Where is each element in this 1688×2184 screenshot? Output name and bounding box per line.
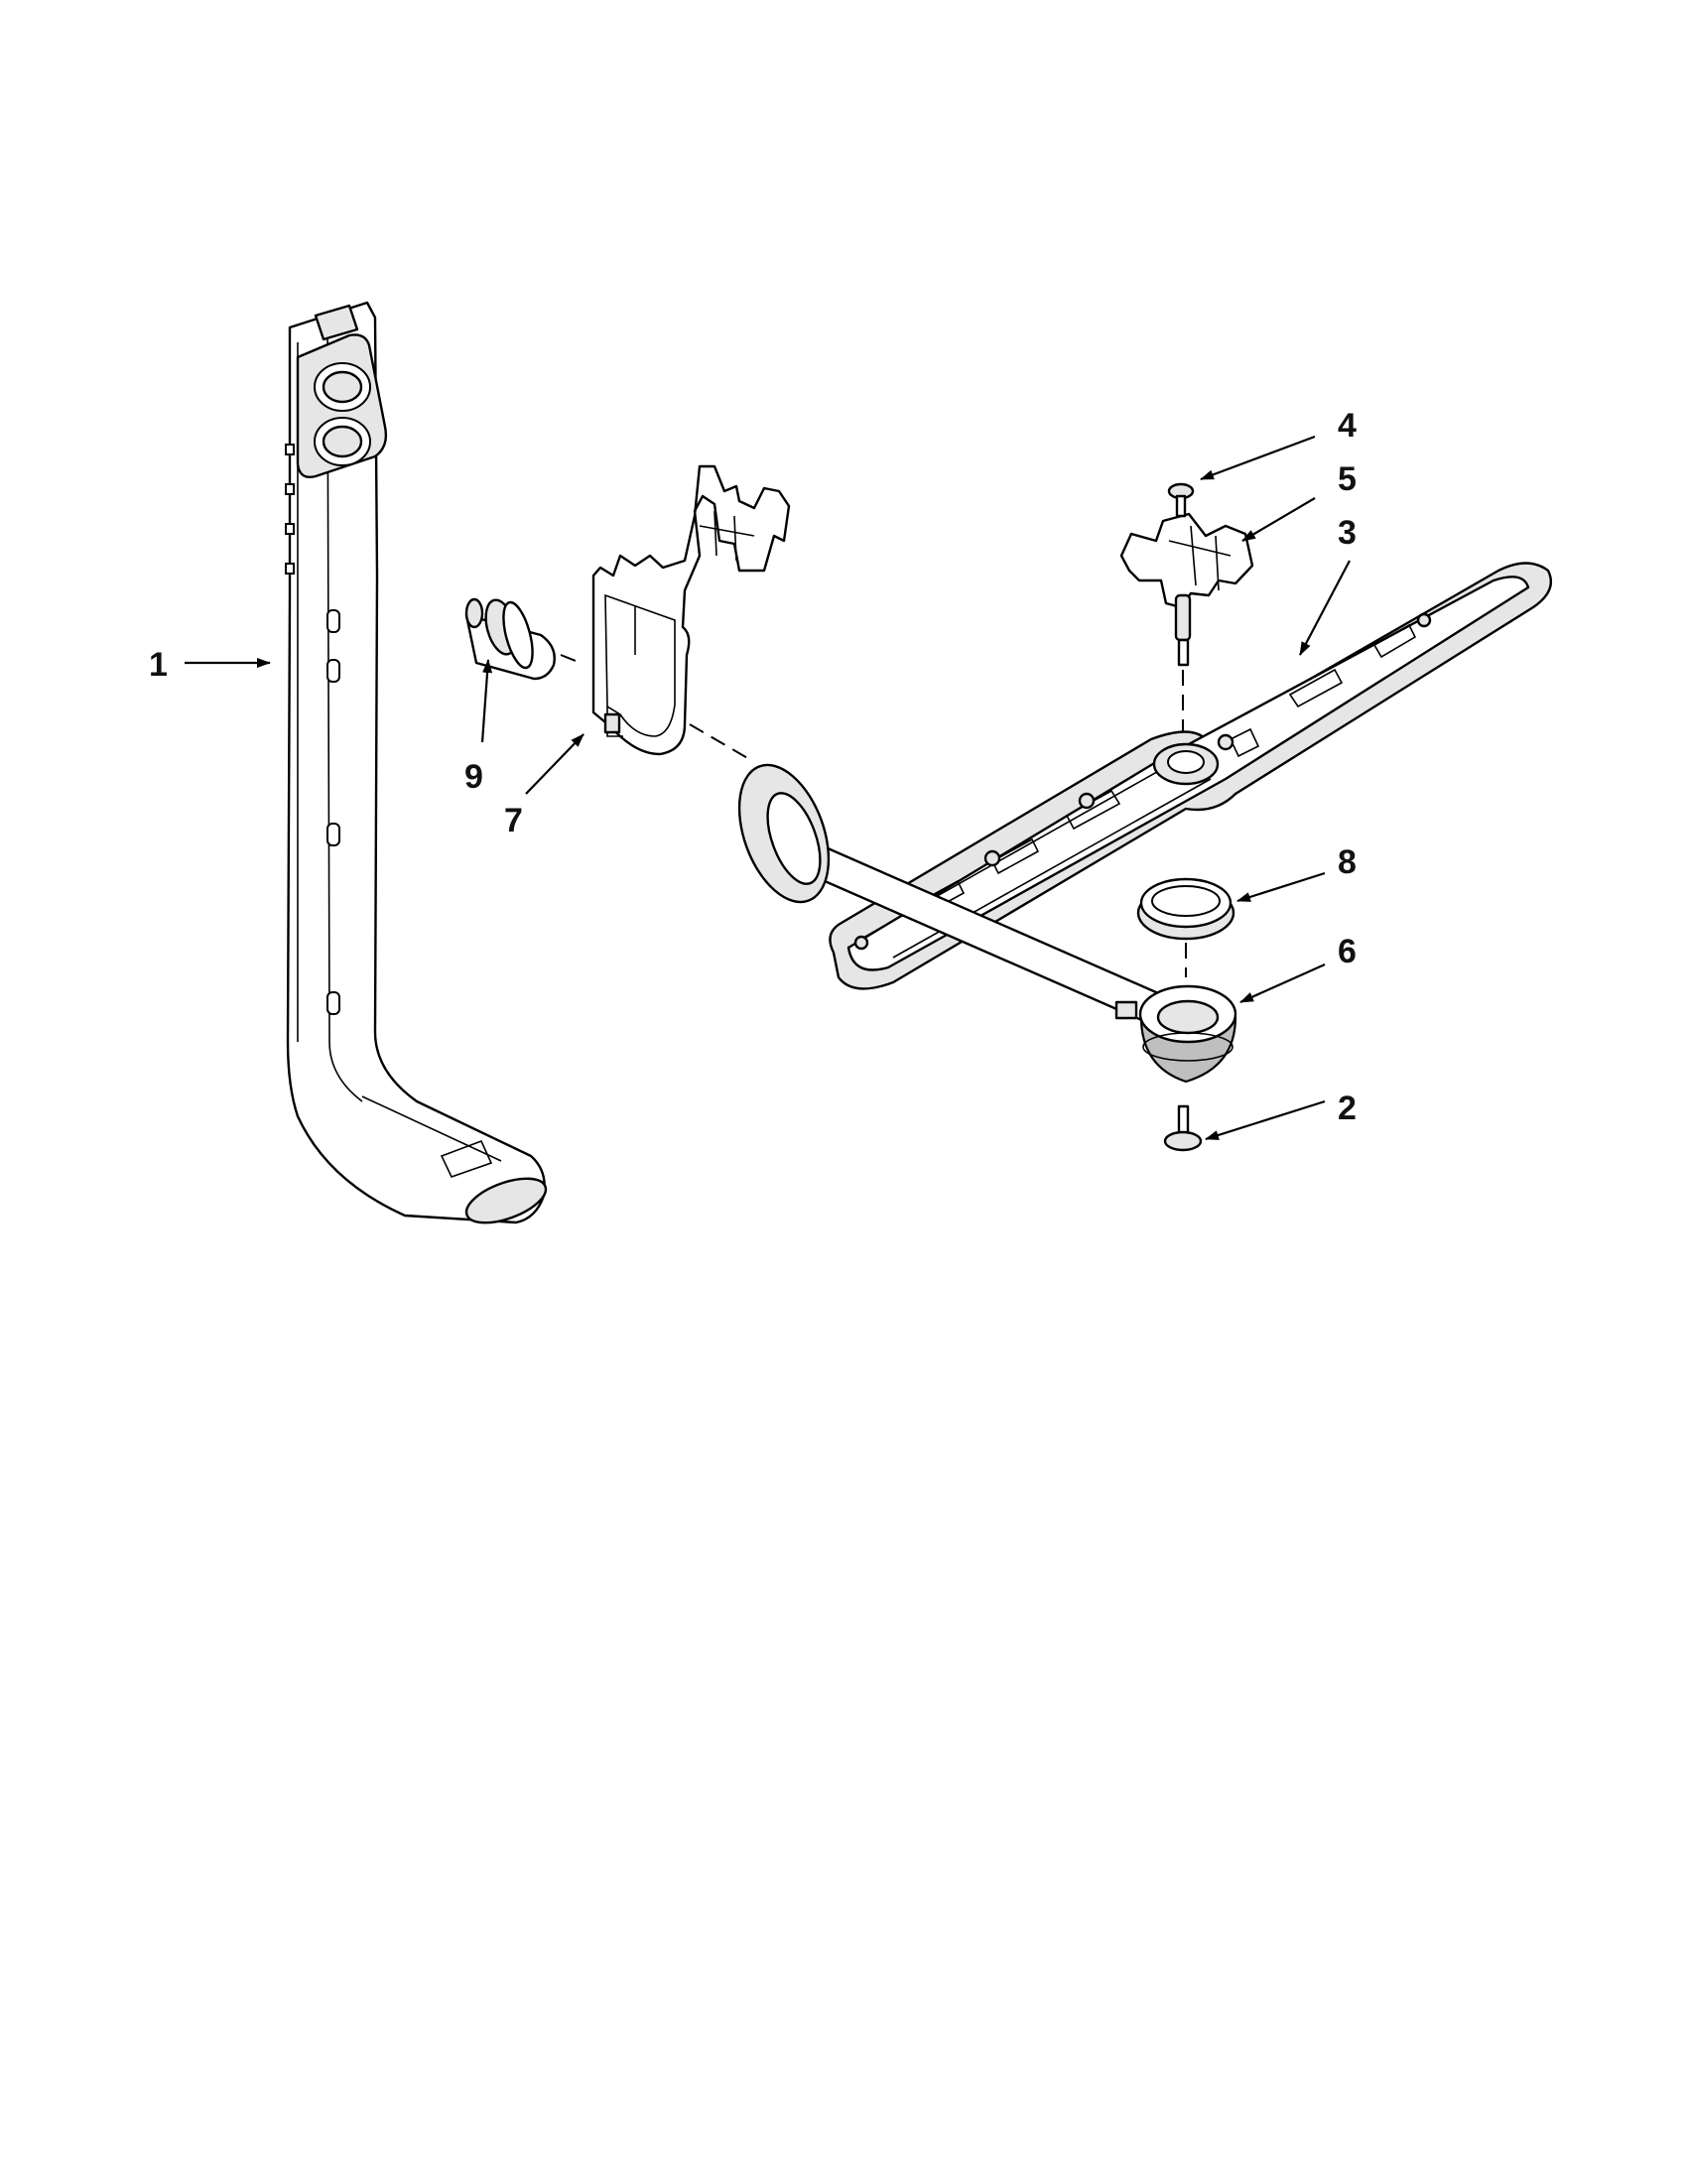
callout-7: 7 [504,802,523,839]
callout-4: 4 [1338,407,1357,445]
part-5-hub [1119,512,1254,667]
callout-2: 2 [1338,1090,1357,1127]
callout-5: 5 [1338,460,1357,498]
leader-2 [1205,1099,1326,1141]
leader-7 [525,733,584,795]
part-9-plug [464,597,582,681]
leader-3 [1299,560,1351,656]
leader-5 [1241,497,1316,542]
alignment-line-7 [689,723,750,760]
leader-9 [480,659,493,743]
leader-4 [1200,435,1316,481]
callout-9: 9 [464,758,483,796]
feed-pipe [737,763,1158,1024]
part-6-manifold [1114,984,1237,1084]
callout-3: 3 [1338,514,1357,552]
part-2-screw [1163,1104,1203,1152]
callout-1: 1 [149,646,168,684]
part-4-screw [1167,482,1195,518]
callout-8: 8 [1338,843,1357,881]
callout-6: 6 [1338,933,1357,970]
part-8-ring [1136,877,1235,941]
leader-6 [1239,963,1326,1004]
leader-8 [1236,871,1326,903]
part-1-supply-tube [285,301,548,1224]
part-7-bracket [591,464,791,756]
